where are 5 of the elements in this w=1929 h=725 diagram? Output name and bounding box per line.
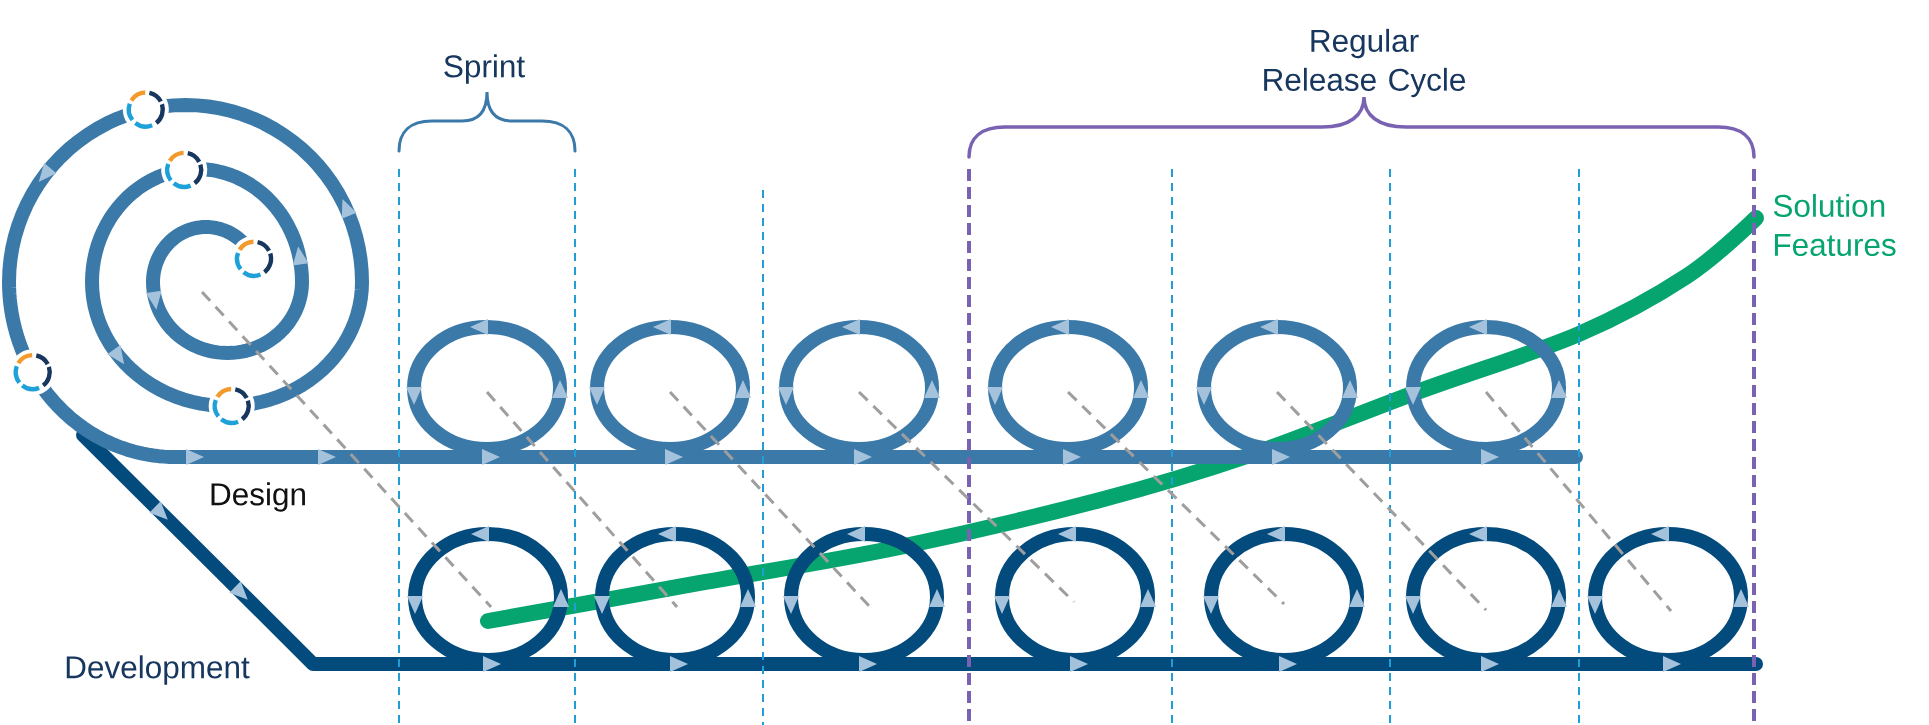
track-label: Design (211, 482, 305, 512)
track-label: Development (66, 655, 250, 685)
brace-label: Sprint (444, 54, 525, 84)
brace-label: Regular Release Cycle (1264, 28, 1465, 98)
curve-label: Solution Features (1773, 193, 1896, 257)
